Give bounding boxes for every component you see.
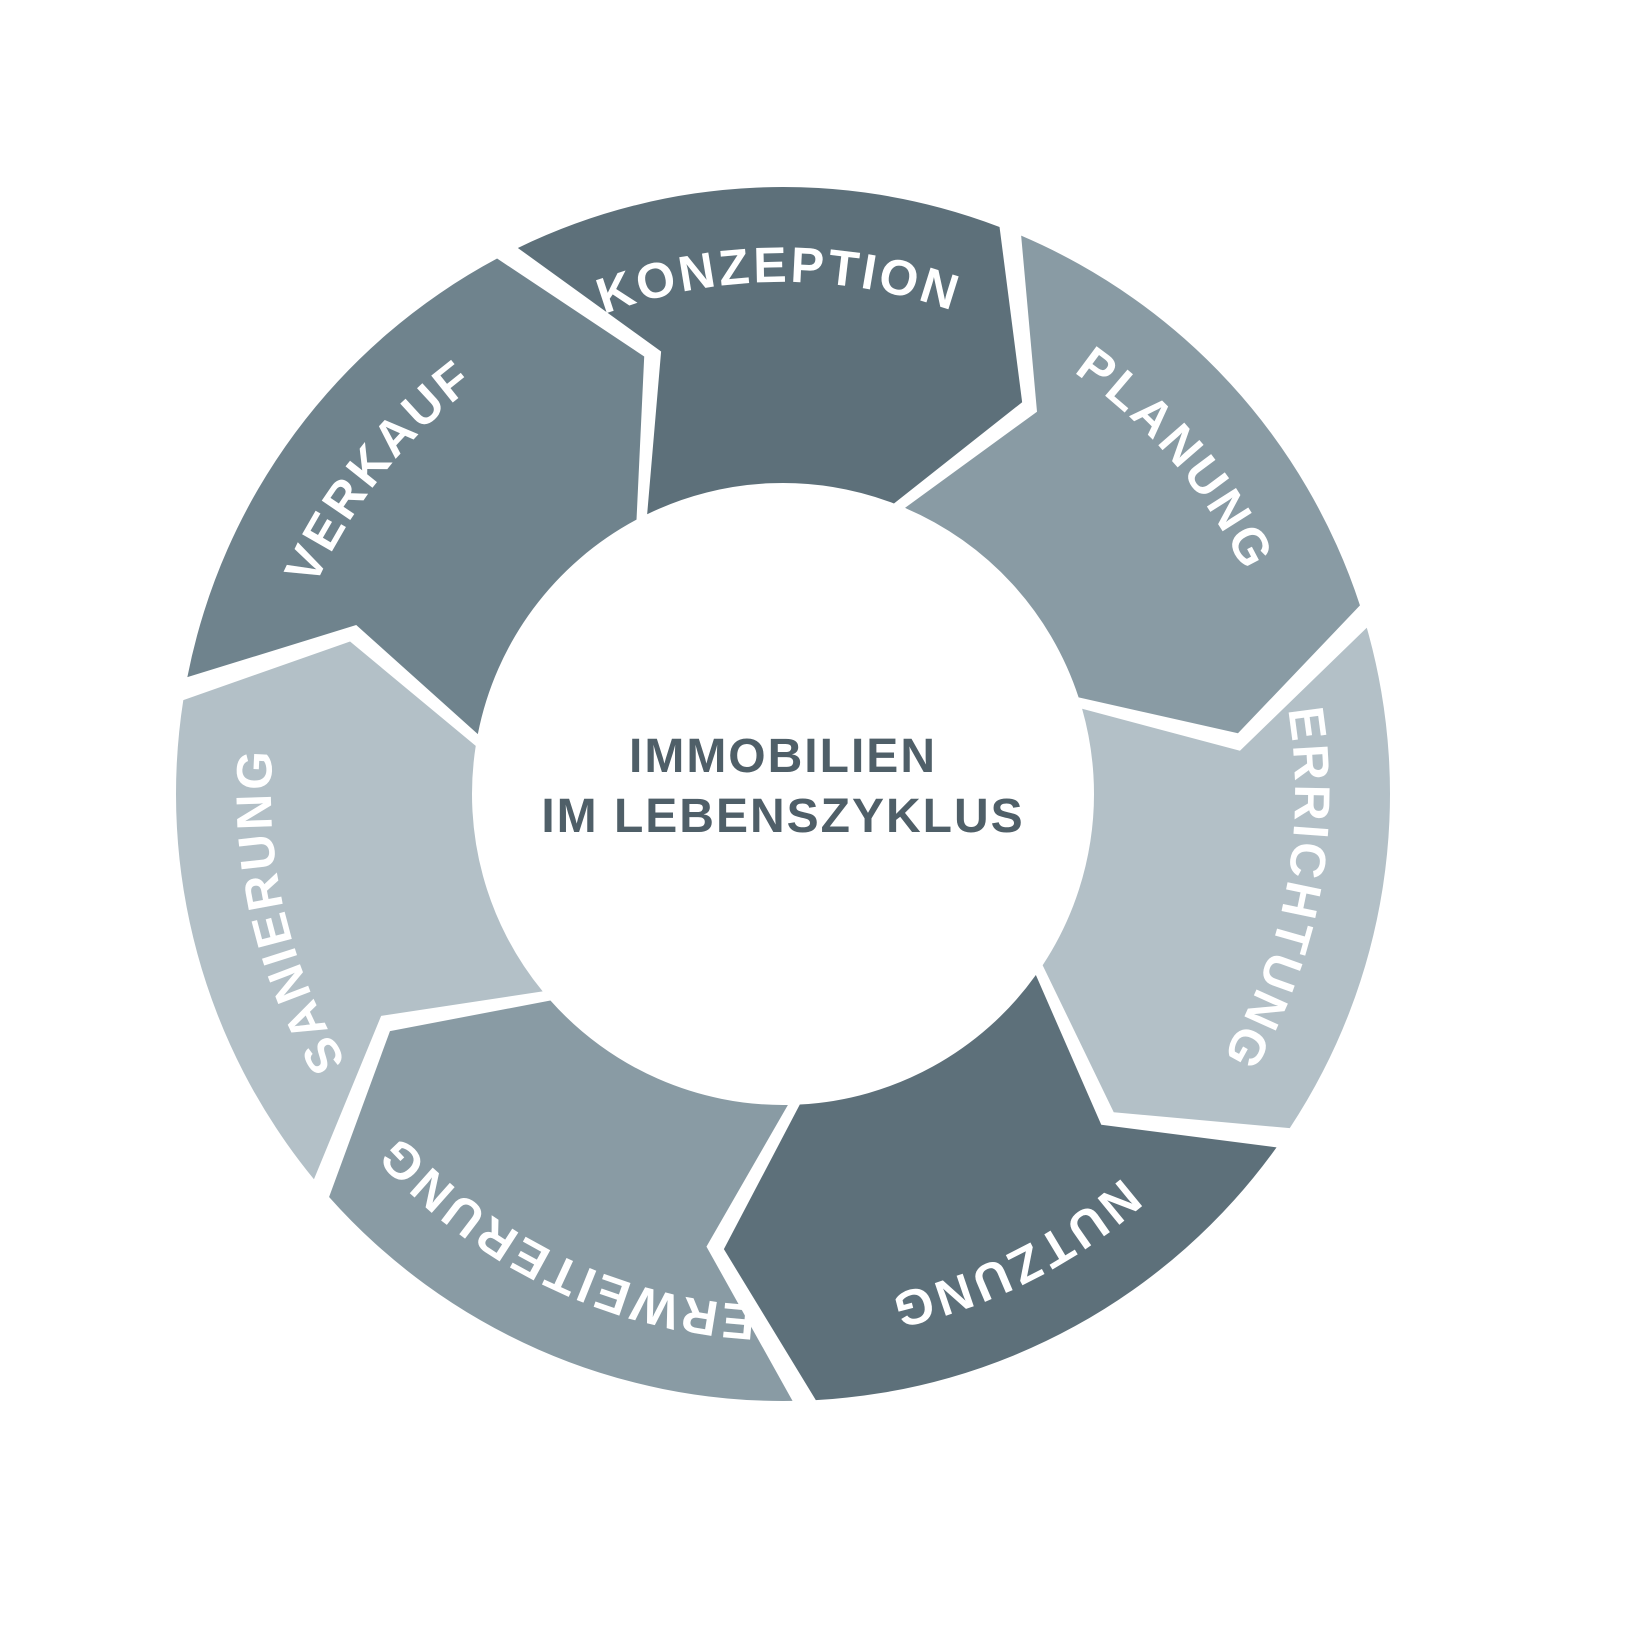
center-title-line-1: IMMOBILIEN (629, 730, 937, 783)
segment-erweiterung (329, 1000, 793, 1401)
segment-konzeption (517, 187, 1023, 515)
segment-sanierung (175, 641, 543, 1180)
segment-verkauf (187, 258, 645, 735)
center-title-line-2: IM LEBENSZYKLUS (541, 790, 1024, 843)
segment-nutzung (723, 975, 1277, 1401)
segment-errichtung (1042, 627, 1391, 1129)
cycle-segments (175, 187, 1391, 1401)
segment-planung (905, 235, 1360, 734)
